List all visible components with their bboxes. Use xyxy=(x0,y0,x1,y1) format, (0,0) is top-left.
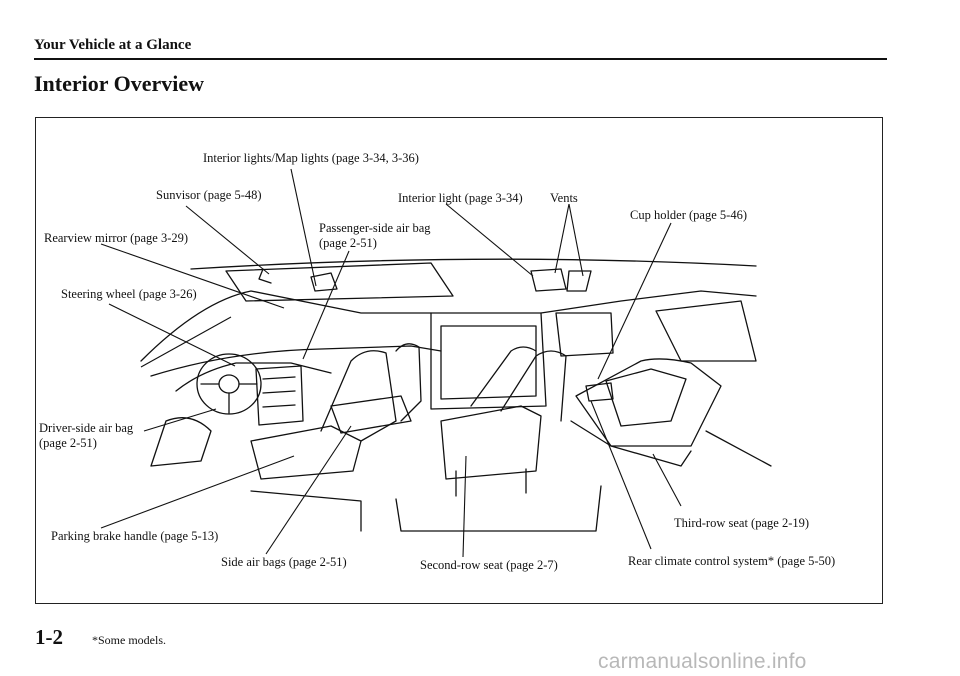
callout-driver-airbag-line2: (page 2-51) xyxy=(39,436,97,450)
callout-passenger-airbag: Passenger-side air bag (page 2-51) xyxy=(319,221,431,251)
callout-interior-lights: Interior lights/Map lights (page 3-34, 3… xyxy=(203,151,419,165)
page-title: Interior Overview xyxy=(34,71,205,96)
callout-rearview-mirror: Rearview mirror (page 3-29) xyxy=(44,231,189,245)
callout-steering-wheel: Steering wheel (page 3-26) xyxy=(61,287,197,301)
interior-figure: Interior lights/Map lights (page 3-34, 3… xyxy=(35,117,883,604)
header-rule xyxy=(34,58,887,60)
callout-parking-brake: Parking brake handle (page 5-13) xyxy=(51,529,219,543)
callout-side-airbags: Side air bags (page 2-51) xyxy=(221,555,347,569)
footnote: *Some models. xyxy=(92,633,166,647)
page-number: 1-2 xyxy=(35,625,63,649)
callout-passenger-airbag-line1: Passenger-side air bag xyxy=(319,221,431,235)
callout-cup-holder: Cup holder (page 5-46) xyxy=(630,208,747,222)
watermark[interactable]: carmanualsonline.info xyxy=(598,650,807,673)
callout-vents: Vents xyxy=(550,191,578,205)
callout-interior-light: Interior light (page 3-34) xyxy=(398,191,523,205)
callout-passenger-airbag-line2: (page 2-51) xyxy=(319,236,377,250)
callout-driver-airbag-line1: Driver-side air bag xyxy=(39,421,134,435)
callout-sunvisor: Sunvisor (page 5-48) xyxy=(156,188,262,202)
interior-illustration xyxy=(100,168,772,558)
callout-third-row-seat: Third-row seat (page 2-19) xyxy=(674,516,810,530)
callout-rear-climate: Rear climate control system* (page 5-50) xyxy=(628,554,836,568)
section-header: Your Vehicle at a Glance xyxy=(34,37,192,53)
callout-driver-airbag: Driver-side air bag (page 2-51) xyxy=(39,421,133,451)
callout-second-row-seat: Second-row seat (page 2-7) xyxy=(420,558,558,572)
